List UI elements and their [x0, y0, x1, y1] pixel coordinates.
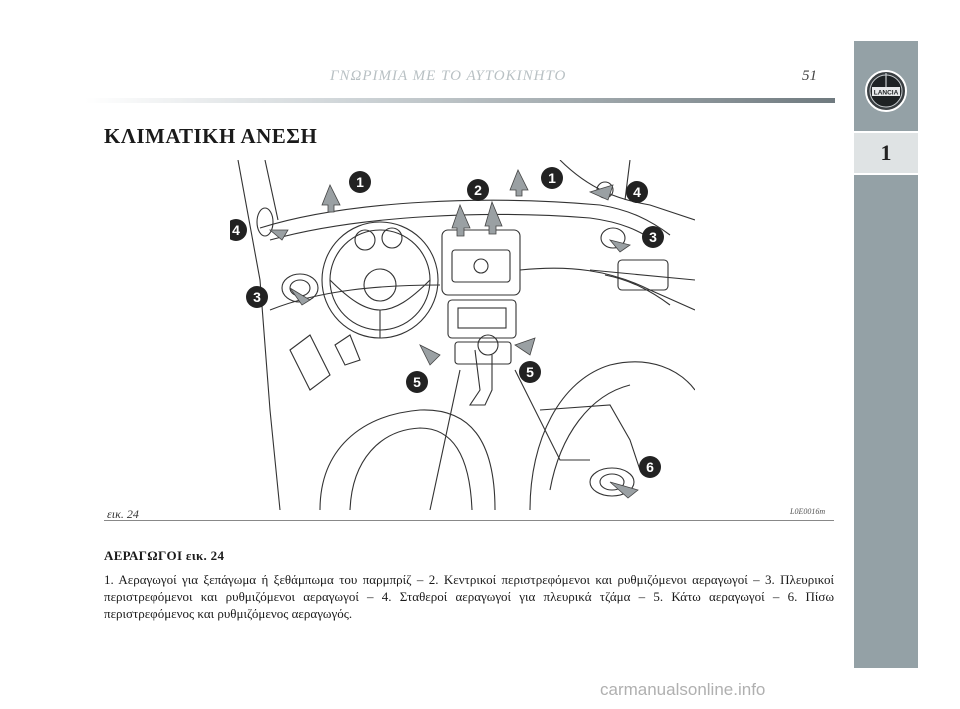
svg-text:1: 1 [548, 170, 556, 186]
callout-2: 2 [467, 179, 489, 201]
svg-text:2: 2 [474, 182, 482, 198]
svg-text:5: 5 [413, 374, 421, 390]
callout-6: 6 [639, 456, 661, 478]
svg-text:3: 3 [649, 229, 657, 245]
chapter-side-panel: LANCIA 1 [854, 41, 918, 668]
svg-text:3: 3 [253, 289, 261, 305]
callout-5-left: 5 [406, 371, 428, 393]
callout-1-right: 1 [541, 167, 563, 189]
svg-text:6: 6 [646, 459, 654, 475]
figure-caption: εικ. 24 [107, 507, 139, 521]
page-number: 51 [802, 68, 817, 84]
callout-1-left: 1 [349, 171, 371, 193]
svg-text:4: 4 [232, 222, 240, 238]
chapter-tab[interactable]: 1 [854, 131, 918, 175]
car-interior-illustration: 1 2 1 4 4 3 3 5 5 6 [225, 159, 696, 511]
callout-3-left: 3 [246, 286, 268, 308]
figure-rule [104, 520, 834, 521]
callout-3-right: 3 [642, 226, 664, 248]
lancia-logo-icon: LANCIA [854, 63, 918, 119]
svg-text:LANCIA: LANCIA [874, 90, 899, 97]
figure-code: L0E0016m [790, 507, 826, 516]
watermark: carmanualsonline.info [600, 680, 766, 699]
callout-4-left: 4 [225, 219, 247, 241]
svg-text:5: 5 [526, 364, 534, 380]
section-title: ΚΛΙΜΑΤΙΚΗ ΑΝΕΣΗ [104, 124, 318, 148]
header-rule [85, 98, 835, 103]
callout-4-right: 4 [626, 181, 648, 203]
running-header-title: ΓΝΩΡΙΜΙΑ ΜΕ ΤΟ ΑΥΤΟΚΙΝΗΤΟ [330, 68, 567, 84]
callout-5-right: 5 [519, 361, 541, 383]
vents-subheading: ΑΕΡΑΓΩΓΟΙ εικ. 24 [104, 548, 225, 563]
svg-text:4: 4 [633, 184, 641, 200]
svg-text:1: 1 [356, 174, 364, 190]
vents-description: 1. Αεραγωγοί για ξεπάγωμα ή ξεθάμπωμα το… [104, 572, 834, 621]
